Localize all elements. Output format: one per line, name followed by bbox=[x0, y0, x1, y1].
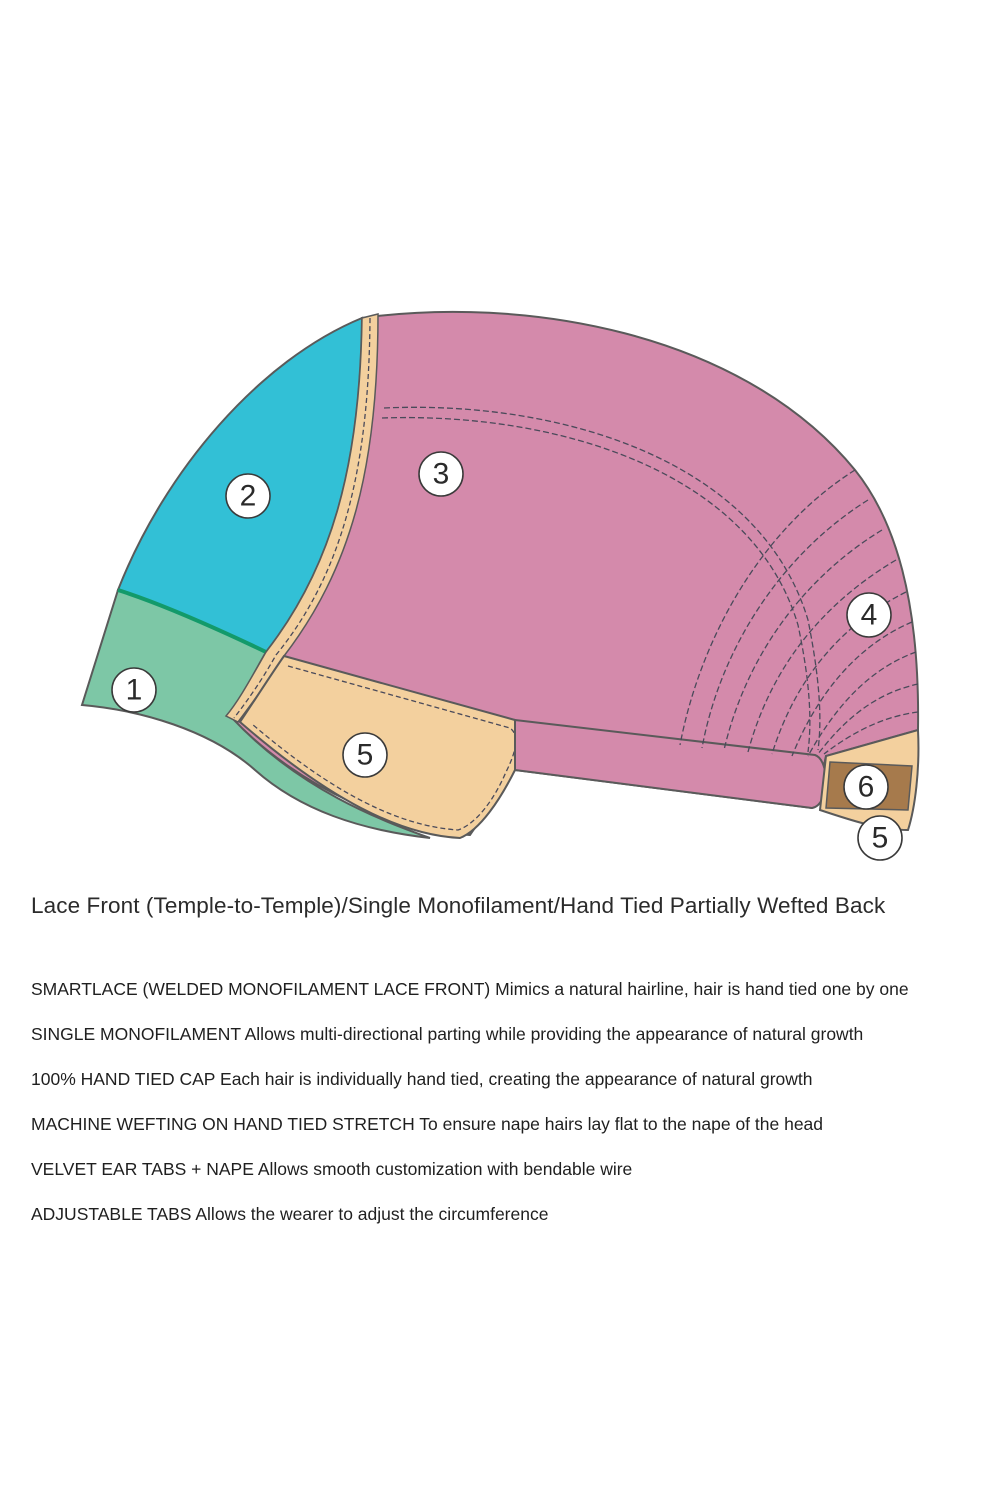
feature-item: MACHINE WEFTING ON HAND TIED STRETCH To … bbox=[31, 1111, 991, 1156]
crown-stitch-outer bbox=[383, 406, 821, 751]
feature-description: To ensure nape hairs lay flat to the nap… bbox=[419, 1114, 824, 1134]
feature-name: SMARTLACE (WELDED MONOFILAMENT LACE FRON… bbox=[31, 979, 491, 999]
crown-stitch-inner bbox=[381, 416, 811, 753]
marker-3: 3 bbox=[418, 451, 464, 497]
feature-name: ADJUSTABLE TABS bbox=[31, 1204, 192, 1224]
svg-text:3: 3 bbox=[433, 458, 450, 491]
feature-description: Mimics a natural hairline, hair is hand … bbox=[495, 979, 909, 999]
svg-text:1: 1 bbox=[126, 674, 143, 707]
feature-description: Allows the wearer to adjust the circumfe… bbox=[195, 1204, 549, 1224]
svg-text:2: 2 bbox=[240, 480, 257, 513]
marker-6: 6 bbox=[843, 764, 889, 810]
seam-strip bbox=[224, 313, 379, 723]
marker-5-nape: 5 bbox=[857, 815, 903, 861]
marker-2: 2 bbox=[225, 473, 271, 519]
feature-name: MACHINE WEFTING ON HAND TIED STRETCH bbox=[31, 1114, 415, 1134]
wig-cap-diagram: 1 2 3 4 5 6 5 bbox=[80, 310, 920, 861]
feature-item: SINGLE MONOFILAMENT Allows multi-directi… bbox=[31, 1021, 991, 1066]
feature-item: ADJUSTABLE TABS Allows the wearer to adj… bbox=[31, 1201, 991, 1246]
svg-text:5: 5 bbox=[872, 822, 889, 855]
ear-tab-stitch bbox=[251, 665, 517, 831]
marker-4: 4 bbox=[846, 592, 892, 638]
feature-item: SMARTLACE (WELDED MONOFILAMENT LACE FRON… bbox=[31, 976, 991, 1021]
wefting-lines bbox=[679, 469, 919, 757]
feature-item: 100% HAND TIED CAP Each hair is individu… bbox=[31, 1066, 991, 1111]
cap-construction-title: Lace Front (Temple-to-Temple)/Single Mon… bbox=[31, 893, 886, 918]
feature-name: VELVET EAR TABS + NAPE bbox=[31, 1159, 254, 1179]
feature-name: 100% HAND TIED CAP bbox=[31, 1069, 216, 1089]
feature-description: Each hair is individually hand tied, cre… bbox=[220, 1069, 813, 1089]
svg-text:5: 5 bbox=[357, 739, 374, 772]
feature-name: SINGLE MONOFILAMENT bbox=[31, 1024, 241, 1044]
svg-text:4: 4 bbox=[861, 599, 878, 632]
svg-text:6: 6 bbox=[858, 771, 875, 804]
marker-1: 1 bbox=[111, 667, 157, 713]
feature-description: Allows multi-directional parting while p… bbox=[244, 1024, 864, 1044]
marker-5-ear: 5 bbox=[342, 732, 388, 778]
feature-list: SMARTLACE (WELDED MONOFILAMENT LACE FRON… bbox=[31, 976, 991, 1246]
feature-description: Allows smooth customization with bendabl… bbox=[257, 1159, 633, 1179]
lace-mono-boundary bbox=[117, 588, 267, 654]
feature-item: VELVET EAR TABS + NAPE Allows smooth cus… bbox=[31, 1156, 991, 1201]
